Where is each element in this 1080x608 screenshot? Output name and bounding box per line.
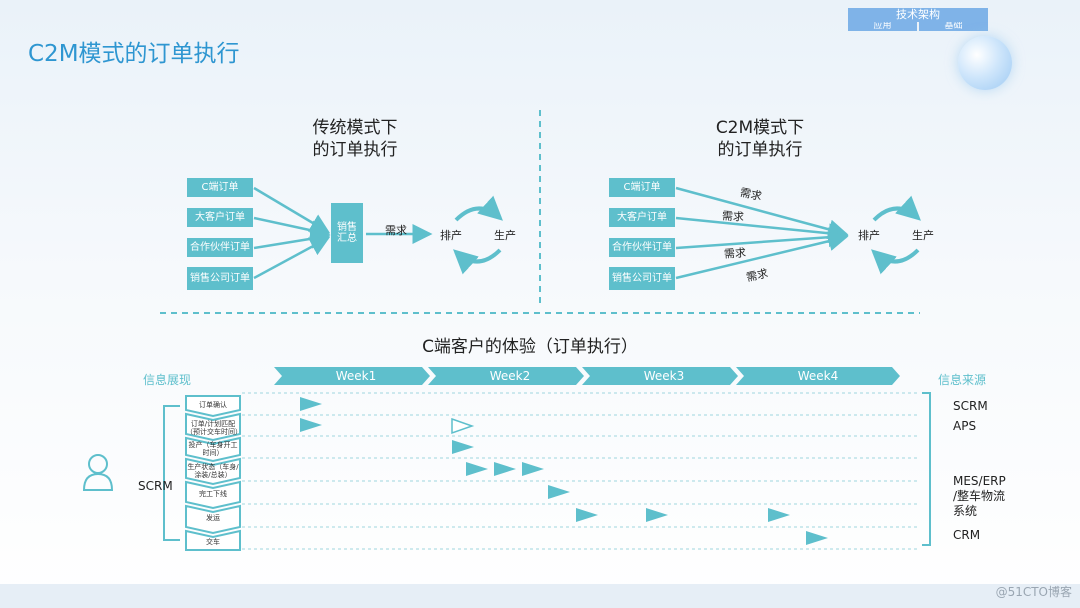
traditional-source-partner: 合作伙伴订单 [187,238,253,257]
c2m-cycle-icon [871,195,921,275]
c2m-produce-label: 生产 [912,229,934,242]
stage-order-confirm: 订单确认 [199,401,227,409]
scrm-left-label: SCRM [138,479,173,493]
c2m-arrows [675,186,849,280]
week-2: Week2 [489,369,531,383]
traditional-source-sales-company: 销售公司订单 [187,267,253,290]
c2m-source-key-account: 大客户订单 [609,208,675,227]
source-system: 系统 [953,504,978,518]
source-scrm: SCRM [953,399,988,413]
source-mes-erp: MES/ERP [953,474,1006,488]
traditional-schedule-label: 排产 [440,229,462,242]
decorative-orb [958,36,1012,90]
page-title: C2M模式的订单执行 [28,41,240,67]
source-crm: CRM [953,528,981,542]
badge-foundation[interactable]: 基础 [919,22,988,31]
stage-completion: 完工下线 [199,490,227,498]
traditional-demand-label: 需求 [385,224,407,237]
stage-production-start: 投产（车身开工时间） [188,441,238,457]
footer-bar [0,584,1080,608]
stage-production-status: 生产状态（车身/涂装/总装） [187,463,239,479]
week-timeline [274,367,900,385]
c2m-source-c-order: C端订单 [609,178,675,197]
traditional-arrows [253,186,433,280]
c2m-title-line1: C2M模式下 [715,118,805,138]
stage-plan-match: 订单/计划匹配（预计交车时间） [186,420,242,436]
traditional-title-line1: 传统模式下 [312,118,398,138]
experience-title: C端客户的体验（订单执行） [422,337,638,357]
tech-architecture-badge[interactable]: 技术架构 [848,8,988,22]
c2m-source-sales-company: 销售公司订单 [609,267,675,290]
info-source-header: 信息来源 [938,373,987,387]
sales-summary-box: 销售汇总 [331,203,363,263]
stage-shipping: 发运 [206,514,220,522]
milestone-markers [300,397,828,545]
stage-column [185,395,241,551]
traditional-produce-label: 生产 [494,229,516,242]
watermark: @51CTO博客 [995,585,1072,599]
info-display-header: 信息展现 [143,373,192,387]
row-lines [242,392,920,550]
week-3: Week3 [643,369,685,383]
source-logistics: /整车物流 [953,489,1006,503]
week-4: Week4 [797,369,839,383]
customer-icon [82,454,114,491]
scrm-bracket [163,405,180,541]
c2m-demand-label-3: 需求 [723,246,747,261]
c2m-title-line2: 的订单执行 [717,140,803,160]
c2m-schedule-label: 排产 [858,229,880,242]
stage-delivery: 交车 [206,538,220,546]
source-aps: APS [953,419,977,433]
traditional-source-c-order: C端订单 [187,178,253,197]
traditional-title-line2: 的订单执行 [312,140,398,160]
badge-application[interactable]: 应用 [848,22,917,31]
week-1: Week1 [335,369,377,383]
traditional-cycle-icon [453,195,503,275]
traditional-source-key-account: 大客户订单 [187,208,253,227]
c2m-demand-label-2: 需求 [721,209,745,224]
c2m-source-partner: 合作伙伴订单 [609,238,675,257]
source-bracket [922,392,931,546]
